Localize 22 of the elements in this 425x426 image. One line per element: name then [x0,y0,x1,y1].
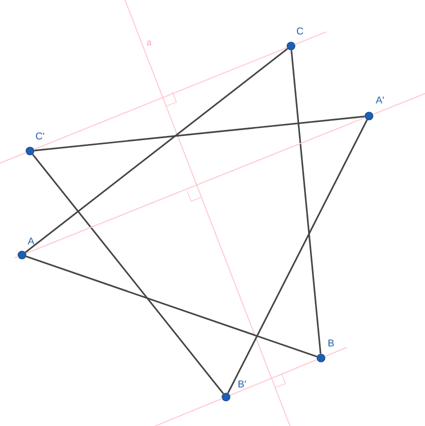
point [18,250,26,260]
line-label: a [146,40,152,46]
construction-line [34,47,288,150]
triangle-side [34,116,365,152]
point [26,146,34,156]
construction-line [229,359,318,396]
construction-line [26,117,366,254]
point-label: B' [238,380,246,388]
point-label: A' [376,96,384,104]
point [286,42,296,50]
point-label: C [296,27,304,35]
triangle-side [227,119,368,394]
triangle-side [32,154,224,394]
triangle-side [290,50,322,354]
point-label: C' [36,132,44,140]
triangle-side [24,48,288,253]
point-label: A [28,238,34,244]
point-label: B [328,340,334,346]
point [316,354,326,362]
triangle-side [26,256,318,358]
point [364,112,374,120]
point [222,392,230,402]
